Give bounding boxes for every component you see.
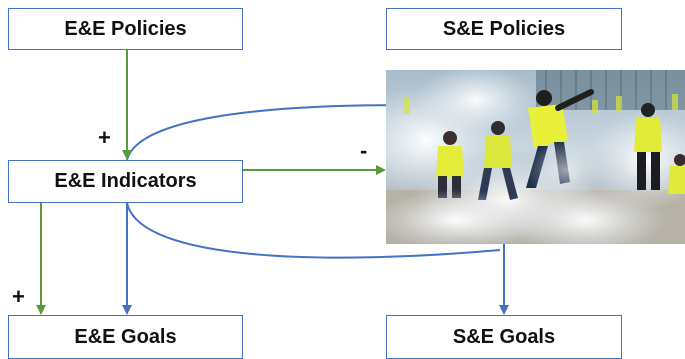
protest-photo-illustration xyxy=(386,70,685,244)
sign-policies-indicators: + xyxy=(98,125,111,150)
protest-photo xyxy=(386,70,685,244)
node-ee-goals: E&E Goals xyxy=(8,315,243,359)
node-se-policies-label: S&E Policies xyxy=(442,17,566,40)
node-ee-goals-label: E&E Goals xyxy=(74,325,177,348)
node-se-goals-label: S&E Goals xyxy=(452,325,556,348)
node-ee-policies-label: E&E Policies xyxy=(64,17,187,40)
node-ee-policies: E&E Policies xyxy=(8,8,243,50)
node-se-goals: S&E Goals xyxy=(386,315,622,359)
sign-indicators-right: - xyxy=(360,138,368,163)
sign-indicators-goals: + xyxy=(12,284,25,309)
node-ee-indicators-label: E&E Indicators xyxy=(54,170,197,192)
feedback-loop-bottom xyxy=(126,202,501,259)
node-ee-indicators: E&E Indicators xyxy=(8,160,243,203)
node-se-policies: S&E Policies xyxy=(386,8,622,50)
